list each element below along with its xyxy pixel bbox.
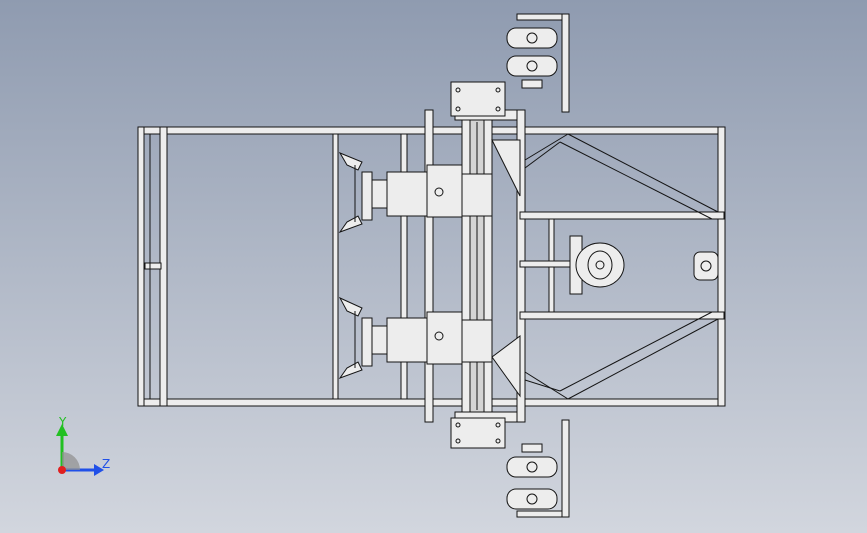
y-axis-arrow <box>56 424 68 436</box>
frame-assembly[interactable] <box>137 13 726 518</box>
x-axis-quadrant-icon <box>62 452 80 470</box>
axis-triad: Y Z <box>56 415 110 476</box>
origin-dot <box>58 466 66 474</box>
hitch-pivot <box>693 251 719 281</box>
top-wheels <box>506 13 570 113</box>
diagonal-braces <box>524 133 719 400</box>
gussets <box>491 139 521 398</box>
upper-clamp-unit <box>338 151 493 234</box>
y-axis-label: Y <box>58 415 67 429</box>
center-caster <box>569 235 625 295</box>
lower-clamp-unit <box>338 296 493 380</box>
bottom-wheels <box>506 419 570 518</box>
cross-rails <box>332 109 725 423</box>
z-axis-arrow <box>94 464 104 476</box>
z-axis-label: Z <box>102 457 110 471</box>
mount-plates <box>450 81 506 449</box>
